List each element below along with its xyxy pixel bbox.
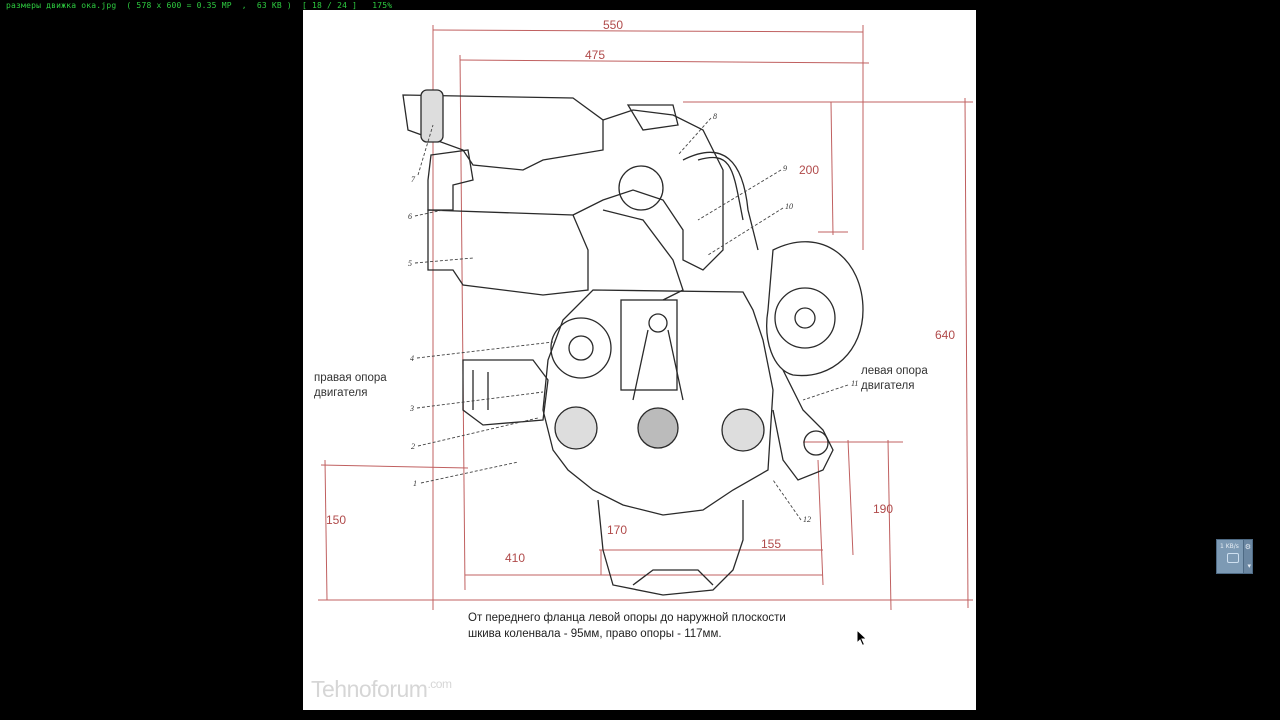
gear-icon[interactable]: ⚙	[1244, 543, 1251, 551]
widget-side-panel: ⚙ ▾	[1243, 540, 1252, 573]
part-10: 10	[785, 202, 793, 211]
part-7: 7	[411, 175, 415, 184]
image-canvas: 550 475 200 640 150 170 410 155 190 1 2 …	[303, 10, 976, 710]
drawing-caption: От переднего фланца левой опоры до наруж…	[468, 612, 786, 640]
network-icon	[1227, 553, 1239, 563]
part-8: 8	[713, 112, 717, 121]
part-3: 3	[410, 404, 414, 413]
dim-155: 155	[761, 537, 782, 551]
part-9: 9	[783, 164, 787, 173]
chevron-down-icon[interactable]: ▾	[1247, 562, 1251, 570]
dim-475: 475	[585, 48, 606, 62]
dim-190: 190	[873, 502, 894, 516]
dimension-lines	[318, 25, 973, 611]
leader-lines	[414, 117, 849, 521]
network-tray-widget[interactable]: 1 KB/s ⚙ ▾	[1216, 539, 1253, 574]
mouse-cursor-icon	[856, 629, 868, 647]
left-mount-label: левая опора двигателя	[861, 365, 928, 392]
part-1: 1	[413, 479, 417, 488]
part-11: 11	[851, 379, 859, 388]
part-2: 2	[411, 442, 415, 451]
dim-150: 150	[326, 513, 347, 527]
engine-outline	[402, 89, 864, 596]
dim-410: 410	[505, 551, 526, 565]
dim-170: 170	[607, 523, 628, 537]
part-12: 12	[803, 515, 811, 524]
watermark: Tehnoforum.com	[311, 676, 452, 702]
engine-drawing	[318, 25, 973, 611]
viewer-status-bar: размеры движка ока.jpg ( 578 x 600 = 0.3…	[6, 1, 393, 10]
right-mount-label: правая опора двигателя	[314, 372, 387, 399]
part-6: 6	[408, 212, 412, 221]
network-speed-label: 1 KB/s	[1220, 543, 1239, 550]
dim-640: 640	[935, 328, 956, 342]
part-4: 4	[410, 354, 414, 363]
dim-200: 200	[799, 163, 820, 177]
dim-550: 550	[603, 18, 624, 32]
part-5: 5	[408, 259, 412, 268]
